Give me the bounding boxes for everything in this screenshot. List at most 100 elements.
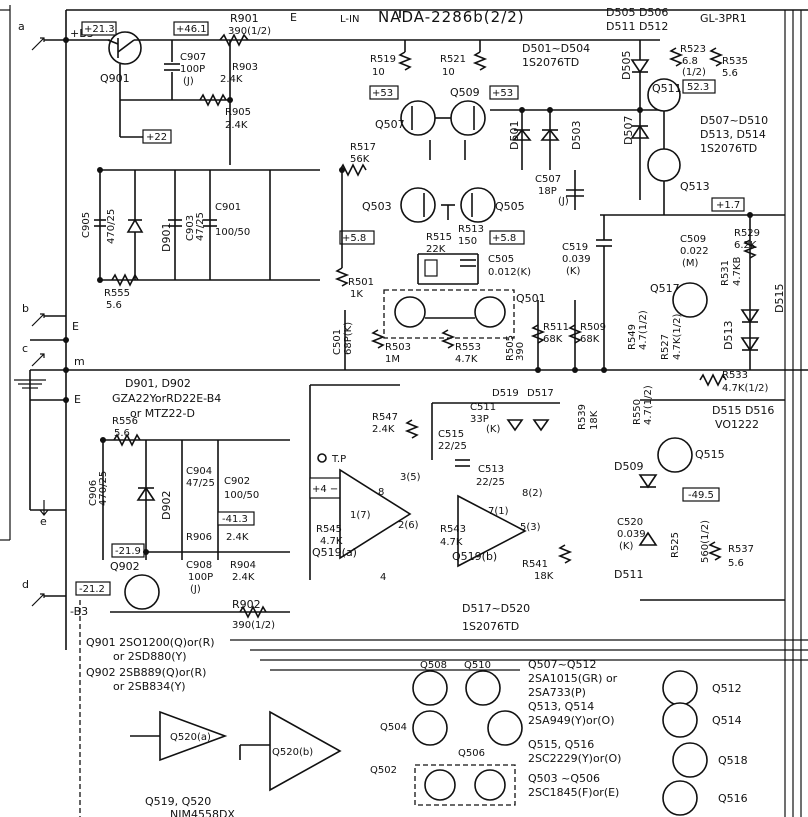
r545-value: 4.7K xyxy=(320,536,343,547)
q510-transistor-icon xyxy=(465,670,501,706)
parts-notes: Q901 2SO1200(Q)or(R) or 2SD880(Y) Q902 2… xyxy=(86,636,621,817)
q503-q505-stage: Q503 Q505 +5.8 +5.8 R515 22K R513 150 C5… xyxy=(334,170,531,300)
q502-fet-left-icon xyxy=(424,769,456,801)
r537-value: 5.6 xyxy=(728,558,744,569)
q515-stage: D515 D516 VO1222 Q515 D509 -49.5 C520 0.… xyxy=(462,399,785,633)
q518-label: Q518 xyxy=(718,754,748,767)
tp-label: T.P xyxy=(331,454,346,465)
q507-label: Q507 xyxy=(375,118,405,131)
r555-value: 5.6 xyxy=(106,300,122,311)
c501-value: 68P(K) xyxy=(343,322,354,355)
r556-label: R556 xyxy=(112,416,138,427)
v-p53a: +53 xyxy=(372,88,393,99)
d519-diode-icon xyxy=(506,419,524,432)
q507-range: Q507~Q512 xyxy=(528,658,597,671)
q505-label: Q505 xyxy=(495,200,525,213)
r539-value: 18K xyxy=(589,410,600,430)
r531-label: R531 xyxy=(720,260,731,286)
q515-label: Q515 xyxy=(695,448,725,461)
d517-part: 1S2076TD xyxy=(462,620,519,633)
c509-label: C509 xyxy=(680,234,706,245)
d505-list: D505 D506 xyxy=(606,6,668,19)
d511b-label: D511 xyxy=(614,568,643,581)
q902-transistor-icon xyxy=(124,574,160,610)
q517-label: Q517 xyxy=(650,282,680,295)
d501-part: 1S2076TD xyxy=(522,56,579,69)
r550-label: R550 xyxy=(632,399,643,425)
q501-label: Q501 xyxy=(516,292,546,305)
q514-label: Q514 xyxy=(712,714,742,727)
q504-transistor-icon xyxy=(412,710,448,746)
r527-label: R527 xyxy=(660,334,671,360)
c519-label: C519 xyxy=(562,242,588,253)
c907-label: C907 xyxy=(180,52,206,63)
c505-value: 0.012(K) xyxy=(488,267,531,278)
d505-diode-icon xyxy=(630,59,650,74)
c511-tol: (K) xyxy=(486,424,500,435)
q516-label: Q516 xyxy=(718,792,748,805)
r905-label: R905 xyxy=(225,107,251,118)
r523-label: R523 xyxy=(680,44,706,55)
q515-line1: 2SC2229(Y)or(O) xyxy=(528,752,621,765)
r529-label: R529 xyxy=(734,228,760,239)
q501-fet-right-icon xyxy=(474,296,506,328)
r553-label: R553 xyxy=(455,342,481,353)
q519-range: Q519, Q520 xyxy=(145,795,211,808)
c520-tol: (K) xyxy=(619,541,633,552)
v-p22: +22 xyxy=(146,132,167,143)
v-p53b: +53 xyxy=(492,88,513,99)
d902-label: D902 xyxy=(160,491,173,520)
c505-label: C505 xyxy=(488,254,514,265)
r541-value: 18K xyxy=(534,571,554,582)
q519-part: NJM4558DX xyxy=(170,808,235,817)
header: E L-IN NADA-2286b(2/2) GL-3PR1 xyxy=(290,8,747,26)
r515-value: 22K xyxy=(426,244,446,255)
pin-4: 4 xyxy=(380,572,386,583)
r527-value: 4.7K(1/2) xyxy=(672,314,683,360)
r904-label: R904 xyxy=(230,560,256,571)
c520-label: C520 xyxy=(617,517,643,528)
v-p21-3: +21.3 xyxy=(84,24,115,35)
r533-label: R533 xyxy=(722,370,748,381)
q507-line1: 2SA1015(GR) or xyxy=(528,672,618,685)
r525-value: 560(1/2) xyxy=(700,520,711,563)
label-b3-bottom: -B3 xyxy=(70,605,88,618)
r903-label: R903 xyxy=(232,62,258,73)
r553-value: 4.7K xyxy=(455,354,478,365)
r503-label: R503 xyxy=(385,342,411,353)
header-right-ref: GL-3PR1 xyxy=(700,12,747,25)
bus-lines-right xyxy=(230,10,808,817)
c511-value: 33P xyxy=(470,414,489,425)
c507-label: C507 xyxy=(535,174,561,185)
opamp-q520b-icon xyxy=(269,710,342,792)
r902-value: 390(1/2) xyxy=(232,620,275,631)
test-point-icon xyxy=(317,453,327,463)
q520a-label: Q520(a) xyxy=(170,732,211,743)
q508-label: Q508 xyxy=(420,660,447,671)
c509-tol: (M) xyxy=(682,258,699,269)
c513-value: 22/25 xyxy=(476,477,505,488)
c908-label: C908 xyxy=(186,560,212,571)
q509-label: Q509 xyxy=(450,86,480,99)
q513-line1: 2SA949(Y)or(O) xyxy=(528,714,615,727)
r515-label: R515 xyxy=(426,232,452,243)
r513-label: R513 xyxy=(458,224,484,235)
label-e2: E xyxy=(74,393,81,406)
q512-label: Q512 xyxy=(712,682,742,695)
r550-value: 4.7(1/2) xyxy=(643,385,654,425)
r525-label: R525 xyxy=(670,532,681,558)
d511-list: D511 D512 xyxy=(606,20,668,33)
q518-transistor-icon xyxy=(672,742,708,778)
q505-transistor-icon xyxy=(460,187,496,223)
pin-8-2: 8(2) xyxy=(522,488,543,499)
d901-label: D901 xyxy=(160,223,173,252)
q511-q513-stage: D505 D506 D511 D512 D501~D504 1S2076TD D… xyxy=(522,6,786,394)
q512-transistor-icon xyxy=(662,670,698,706)
d501-label: D501 xyxy=(508,121,521,150)
v-p5-8b: +5.8 xyxy=(492,233,516,244)
pin-7-1: 7(1) xyxy=(488,506,509,517)
q513-range: Q513, Q514 xyxy=(528,700,594,713)
c507-value: 18P xyxy=(538,186,557,197)
c907-tol: (J) xyxy=(183,76,194,87)
r549-label: R549 xyxy=(627,324,638,350)
